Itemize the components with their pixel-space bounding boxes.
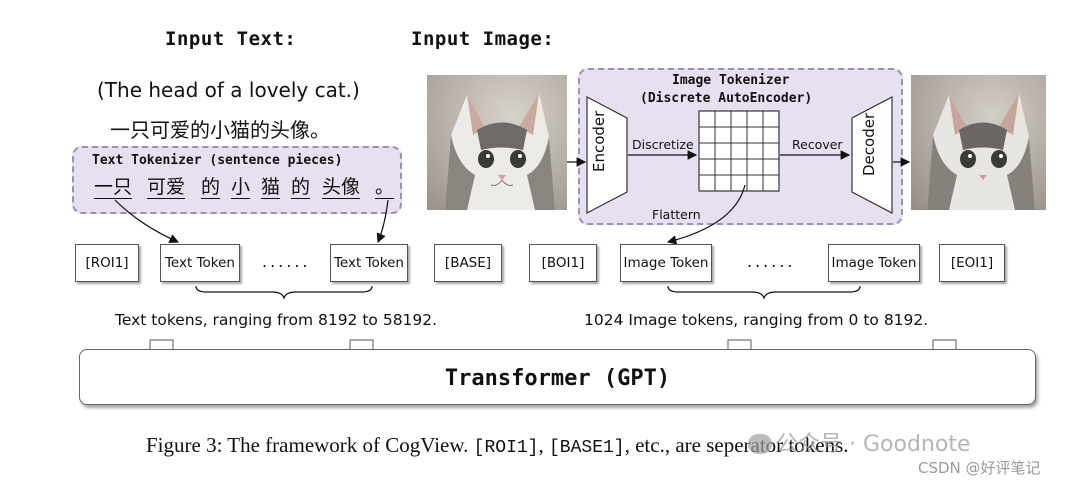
flatten-arrow [666, 184, 746, 245]
image-token-ellipsis: ...... [747, 252, 796, 271]
text-tokens-caption: Text tokens, ranging from 8192 to 58192. [115, 311, 438, 329]
caption-comma: , [538, 433, 544, 457]
flattern-label: Flattern [652, 207, 701, 222]
caption-suffix: , etc., are seperator tokens. [624, 433, 849, 457]
chinese-sentence: 一只可爱的小猫的头像。 [110, 118, 330, 142]
caption-code-roi1: [ROI1] [473, 438, 539, 458]
image-tokens-caption: 1024 Image tokens, ranging from 0 to 819… [584, 311, 929, 329]
text-token: Text Token [330, 244, 408, 282]
sentence-piece: 小 [231, 176, 251, 199]
eoi1-token: [EOI1] [939, 244, 1005, 282]
encoder-shape [586, 96, 628, 214]
transformer-label: Transformer (GPT) [444, 366, 671, 391]
text-token-ellipsis: ...... [262, 252, 311, 271]
text-tokenizer-box [72, 146, 402, 214]
base-token: [BASE] [434, 244, 502, 282]
image-tokenizer-title: Image Tokenizer [672, 73, 790, 88]
wechat-icon [748, 434, 772, 454]
roi1-token: [ROI1] [75, 244, 139, 282]
sentence-piece: 的 [201, 176, 221, 199]
sentence-piece: 猫 [261, 176, 281, 199]
boi1-token: [BOI1] [529, 244, 597, 282]
wechat-watermark-text: 公众号 · Goodnote [776, 432, 971, 457]
image-token-brace [667, 285, 861, 300]
reconstructed-cat-image [911, 75, 1046, 210]
image-token: Image Token [828, 244, 920, 282]
csdn-watermark: CSDN @好评笔记 [918, 459, 1041, 477]
sentence-piece: 可爱 [147, 176, 186, 199]
input-cat-image [427, 75, 567, 210]
sentence-piece: 。 [375, 176, 395, 199]
transformer-block [79, 349, 1036, 405]
sentence-piece: 的 [291, 176, 311, 199]
text-token: Text Token [160, 244, 240, 282]
text-token-brace [195, 285, 373, 300]
caption-code-base1: [BASE1] [548, 438, 625, 458]
figure-caption: Figure 3: The framework of CogView. [ROI… [146, 433, 849, 458]
wechat-watermark: 公众号 · Goodnote [748, 426, 970, 458]
image-tokenizer-subtitle: (Discrete AutoEncoder) [640, 91, 813, 106]
discrete-code-grid [698, 110, 780, 192]
sentence-piece: 一只 [94, 176, 133, 199]
text-piece-arrow-1 [114, 199, 180, 243]
input-image-heading: Input Image: [411, 28, 555, 50]
input-text-heading: Input Text: [165, 28, 297, 50]
decoder-shape [851, 96, 893, 214]
text-piece-arrow-2 [376, 199, 389, 244]
caption-prefix: Figure 3: The framework of CogView. [146, 433, 469, 457]
text-tokenizer-title: Text Tokenizer (sentence pieces) [92, 153, 343, 168]
sentence-piece: 头像 [322, 176, 361, 199]
recover-label: Recover [792, 137, 843, 152]
discretize-label: Discretize [632, 137, 694, 152]
image-token: Image Token [620, 244, 712, 282]
english-sentence: (The head of a lovely cat.) [97, 78, 360, 102]
